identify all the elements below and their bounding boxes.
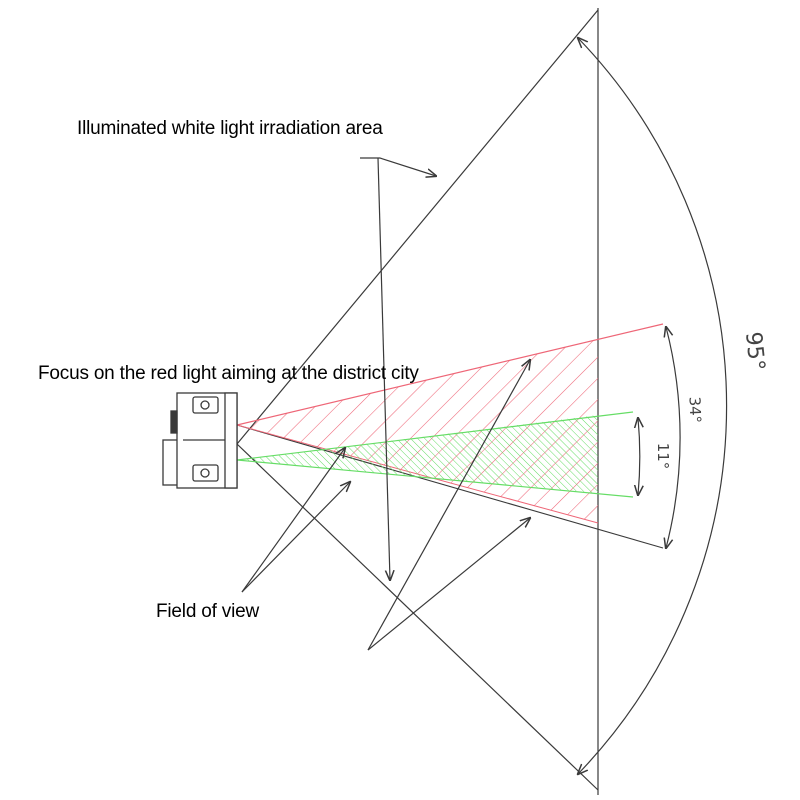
red-lower-edge [236,424,664,549]
green-lower-edge [236,459,634,498]
leader-lines [241,157,530,651]
leader-fov-lower [241,482,350,593]
green-fov-cone [236,411,634,498]
device-front-face [224,392,238,489]
leader-white-light-upper [379,157,436,176]
device-lower-lens [200,468,210,478]
angle-label-11: 11° [654,443,672,470]
white-light-upper-edge [236,9,599,445]
device-side-tab [170,410,178,434]
arc-34 [666,327,681,548]
angle-arcs [578,38,728,774]
scanner-device [162,392,238,489]
device-upper-lens [200,400,210,410]
arc-11 [638,418,640,495]
label-red-light-aiming: Focus on the red light aiming at the dis… [38,363,419,384]
green-upper-edge [236,411,634,461]
label-white-light-area: Illuminated white light irradiation area [77,118,383,139]
leader-fov-upper [241,448,345,593]
leader-red-lower [367,518,530,651]
leader-white-light-lower [377,157,390,580]
arc-95 [578,38,728,774]
label-field-of-view: Field of view [156,601,259,622]
angle-label-95: 95° [740,331,769,372]
angle-label-34: 34° [686,396,705,423]
leader-red-upper [367,360,530,651]
green-hatch-area [237,415,598,493]
red-upper-edge [236,323,664,426]
white-light-lower-edge [236,443,599,791]
